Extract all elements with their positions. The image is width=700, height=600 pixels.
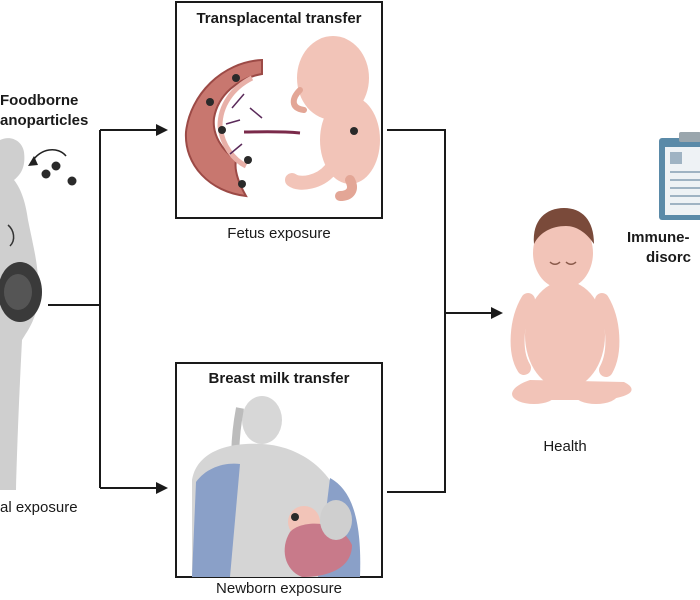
immune-disorder-label-line2: disorc (646, 249, 692, 266)
arrow-head (156, 124, 168, 136)
fetus-icon (285, 36, 380, 201)
foodborne-label-line2: anoparticles (0, 112, 89, 129)
arrow-head (156, 482, 168, 494)
flow-connectors (48, 129, 492, 493)
foodborne-label-line1: Foodborne (0, 92, 79, 109)
nanoparticle-icon (28, 149, 77, 186)
clipboard-icon (659, 132, 700, 220)
immune-disorder-label-line1: Immune- (627, 229, 690, 246)
placenta-icon (184, 58, 301, 198)
maternal-exposure-label: al exposure (0, 499, 78, 516)
breast-milk-title: Breast milk transfer (208, 370, 350, 387)
transplacental-title: Transplacental transfer (196, 10, 362, 27)
fetus-exposure-label: Fetus exposure (227, 225, 331, 242)
health-label: Health (543, 438, 587, 455)
pregnant-mother-icon (0, 138, 42, 491)
arrow-head (491, 307, 503, 319)
breastfeeding-mother-icon (192, 396, 361, 577)
newborn-exposure-label: Newborn exposure (216, 580, 342, 597)
infant-icon (510, 208, 632, 404)
